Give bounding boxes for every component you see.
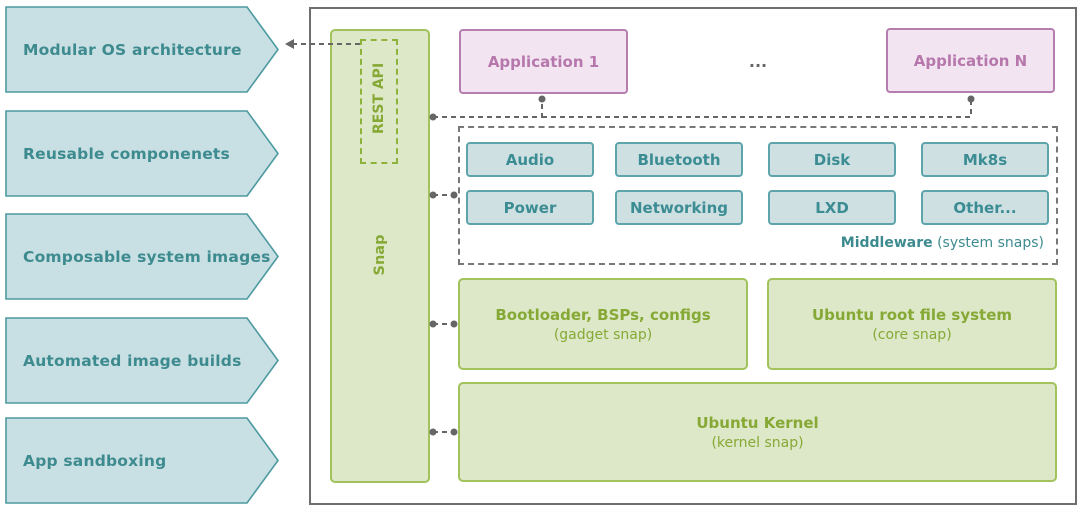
arrow-shape <box>5 110 279 197</box>
rest-api-box <box>360 39 398 164</box>
arrow-shape <box>5 317 279 404</box>
feature-label: Reusable componenets <box>23 144 230 163</box>
application-n-box: Application N <box>886 28 1055 93</box>
feature-reusable-components: Reusable componenets <box>5 110 279 197</box>
core-subtitle: (core snap) <box>872 326 952 343</box>
feature-label: Modular OS architecture <box>23 40 242 59</box>
connector-dot <box>429 320 437 328</box>
arrow-shape <box>5 417 279 504</box>
appn-connector <box>542 100 972 118</box>
connector-dot <box>450 191 458 199</box>
feature-composable-images: Composable system images <box>5 213 279 300</box>
middleware-caption: Middleware (system snaps) <box>840 235 1044 251</box>
arrowhead-left-icon <box>285 39 294 49</box>
kernel-title: Ubuntu Kernel <box>696 413 819 432</box>
chip-mk8s: Mk8s <box>921 142 1049 177</box>
connector-dot <box>429 191 437 199</box>
connector-dot <box>429 113 437 121</box>
chip-networking: Networking <box>615 190 743 225</box>
feature-label: Automated image builds <box>23 351 242 370</box>
connector-dot <box>967 95 975 103</box>
application-1-box: Application 1 <box>459 29 628 94</box>
chip-audio: Audio <box>466 142 594 177</box>
app1-connector <box>433 100 543 118</box>
connector-dot <box>450 320 458 328</box>
gadget-subtitle: (gadget snap) <box>553 326 653 343</box>
arrow-shape <box>5 213 279 300</box>
middleware-box: Middleware (system snaps) <box>458 126 1058 265</box>
ellipsis: ... <box>748 51 768 71</box>
feature-automated-builds: Automated image builds <box>5 317 279 404</box>
connector-dot <box>450 428 458 436</box>
gadget-snap-box: Bootloader, BSPs, configs (gadget snap) <box>458 278 748 370</box>
core-title: Ubuntu root file system <box>811 305 1012 324</box>
connector-dot <box>429 428 437 436</box>
chip-other: Other... <box>921 190 1049 225</box>
kernel-snap-box: Ubuntu Kernel (kernel snap) <box>458 382 1057 482</box>
feature-app-sandboxing: App sandboxing <box>5 417 279 504</box>
core-snap-box: Ubuntu root file system (core snap) <box>767 278 1057 370</box>
chip-bluetooth: Bluetooth <box>615 142 743 177</box>
connector-dot <box>538 95 546 103</box>
feature-label: App sandboxing <box>23 451 167 470</box>
snap-column <box>330 29 430 483</box>
arrow-shape <box>5 6 279 93</box>
gadget-title: Bootloader, BSPs, configs <box>495 305 711 324</box>
feature-label: Composable system images <box>23 247 271 266</box>
kernel-subtitle: (kernel snap) <box>711 434 804 451</box>
chip-lxd: LXD <box>768 190 896 225</box>
chip-power: Power <box>466 190 594 225</box>
feature-modular-os: Modular OS architecture <box>5 6 279 93</box>
chip-disk: Disk <box>768 142 896 177</box>
